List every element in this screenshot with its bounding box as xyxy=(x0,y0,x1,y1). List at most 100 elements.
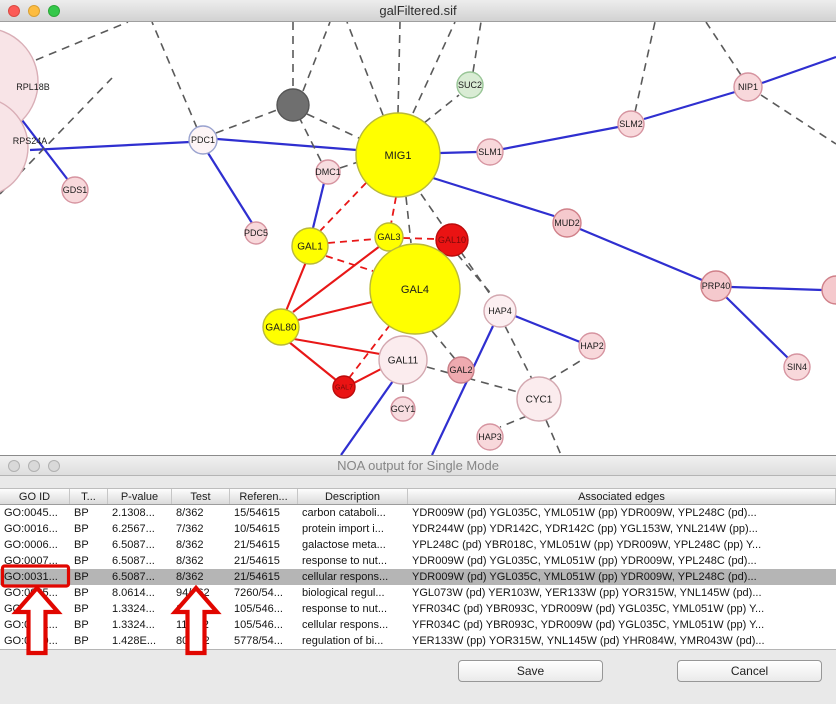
column-header-associated-edges[interactable]: Associated edges xyxy=(408,489,836,504)
network-node-label: DMC1 xyxy=(315,167,341,177)
table-cell: GO:0065... xyxy=(4,587,58,599)
network-edge-pd xyxy=(431,330,456,360)
network-canvas[interactable]: RPL18BRPS24AGDS1PDC1DMC1MIG1SUC2SLM1SLM2… xyxy=(0,22,836,455)
network-node-label: SIN4 xyxy=(787,362,807,372)
network-node-gal2[interactable] xyxy=(447,356,475,384)
table-cell: BP xyxy=(74,571,89,583)
table-cell: BP xyxy=(74,587,89,599)
network-edge-pd xyxy=(346,22,384,116)
table-cell: 7/362 xyxy=(176,523,204,535)
network-edge-pd xyxy=(405,196,412,244)
table-cell: 105/546... xyxy=(234,619,283,631)
network-node-gal11[interactable] xyxy=(378,335,428,385)
network-node-nip1[interactable] xyxy=(733,72,763,102)
table-cell: 8.0614... xyxy=(112,587,155,599)
column-header-description[interactable]: Description xyxy=(298,489,408,504)
network-node-clip-right[interactable] xyxy=(821,275,836,305)
table-cell: GO:0045... xyxy=(4,507,58,519)
table-cell: 11/362 xyxy=(176,603,209,615)
cancel-button[interactable]: Cancel xyxy=(677,660,822,682)
network-node-slm1[interactable] xyxy=(476,138,504,166)
network-node-suc2[interactable] xyxy=(456,71,484,99)
table-cell: 11/362 xyxy=(176,619,209,631)
column-header-referen[interactable]: Referen... xyxy=(230,489,298,504)
network-edge-rd xyxy=(402,237,437,240)
noa-zoom-button[interactable] xyxy=(48,459,60,472)
table-cell: response to nut... xyxy=(302,603,387,615)
network-edge-pp xyxy=(432,176,555,218)
network-node-hap3[interactable] xyxy=(476,423,504,451)
table-cell: galactose meta... xyxy=(302,539,386,551)
network-node-sin4[interactable] xyxy=(783,353,811,381)
network-node-gal7[interactable] xyxy=(332,375,356,399)
network-node-hap2[interactable] xyxy=(578,332,606,360)
network-node-gal4[interactable] xyxy=(369,243,461,335)
network-node-mig1[interactable] xyxy=(355,112,441,198)
traffic-lights xyxy=(8,0,60,21)
table-cell: 5778/54... xyxy=(234,635,283,647)
network-node-prp40[interactable] xyxy=(700,270,732,302)
table-cell: GO:0031... xyxy=(4,571,58,583)
table-cell: YDR009W (pd) YGL035C, YML051W (pp) YDR00… xyxy=(412,507,757,519)
save-button[interactable]: Save xyxy=(458,660,603,682)
network-edge-pp xyxy=(207,152,253,224)
noa-window-title: NOA output for Single Mode xyxy=(337,458,499,473)
network-node-pdc1[interactable] xyxy=(188,125,218,155)
network-node-label: MIG1 xyxy=(385,150,412,162)
network-edge-red xyxy=(293,337,381,356)
table-cell: protein import i... xyxy=(302,523,384,535)
noa-close-button[interactable] xyxy=(8,459,20,472)
network-node-slm2[interactable] xyxy=(617,110,645,138)
table-cell: YDR009W (pd) YGL035C, YML051W (pp) YDR00… xyxy=(412,555,757,567)
network-node-label: GAL11 xyxy=(388,356,419,367)
column-header-p-value[interactable]: P-value xyxy=(108,489,172,504)
column-header-test[interactable]: Test xyxy=(172,489,230,504)
minimize-button[interactable] xyxy=(28,4,40,17)
network-node-rps24a[interactable] xyxy=(0,97,29,197)
column-header-go-id[interactable]: GO ID xyxy=(0,489,70,504)
network-edge-pd xyxy=(472,22,482,73)
network-node-mud2[interactable] xyxy=(552,208,582,238)
noa-minimize-button[interactable] xyxy=(28,459,40,472)
network-node-cyc1[interactable] xyxy=(516,376,562,422)
column-header-t[interactable]: T... xyxy=(70,489,108,504)
network-node-gal10[interactable] xyxy=(435,223,469,257)
table-cell: YDR244W (pp) YDR142C, YDR142C (pp) YGL15… xyxy=(412,523,758,535)
network-node-label: HAP2 xyxy=(580,341,604,351)
network-node-label: GAL4 xyxy=(401,284,429,296)
network-node-gds1[interactable] xyxy=(61,176,89,204)
network-window-titlebar[interactable]: galFiltered.sif xyxy=(0,0,836,22)
close-button[interactable] xyxy=(8,4,20,17)
network-node-hub[interactable] xyxy=(276,88,310,122)
network-node-label: SLM2 xyxy=(619,119,643,129)
network-edge-red xyxy=(297,300,373,322)
network-node-label: HAP3 xyxy=(478,432,502,442)
network-node-hap4[interactable] xyxy=(483,294,517,328)
zoom-button[interactable] xyxy=(48,4,60,17)
table-cell: YDR009W (pd) YGL035C, YML051W (pp) YDR00… xyxy=(412,571,757,583)
network-edge-pp xyxy=(514,314,581,344)
network-node-gcy1[interactable] xyxy=(390,396,416,422)
network-node-gal3[interactable] xyxy=(374,222,404,252)
table-cell: cellular respons... xyxy=(302,619,389,631)
network-edge-pd xyxy=(423,94,460,124)
network-node-gal80[interactable] xyxy=(262,308,300,346)
table-cell: GO:0031... xyxy=(4,619,58,631)
network-node-gal1[interactable] xyxy=(291,227,329,265)
network-edge-pp xyxy=(340,380,394,455)
table-cell: GO:0007... xyxy=(4,603,58,615)
network-node-pdc5[interactable] xyxy=(244,221,268,245)
network-node-dmc1[interactable] xyxy=(315,159,341,185)
noa-window-titlebar[interactable]: NOA output for Single Mode xyxy=(0,456,836,476)
